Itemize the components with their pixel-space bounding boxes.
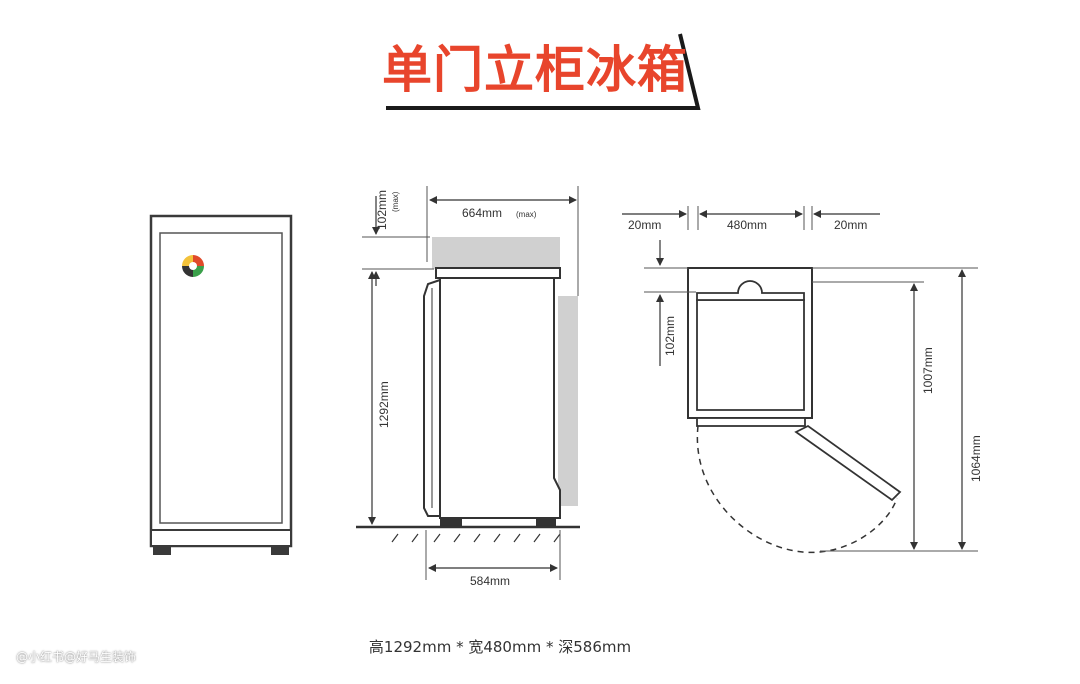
side-door xyxy=(423,279,441,517)
dim-label-back-gap: 102mm xyxy=(663,316,677,356)
front-foot-left xyxy=(153,546,171,555)
front-foot-right xyxy=(271,546,289,555)
dimensions-caption: 高1292mm * 宽480mm * 深586mm xyxy=(368,638,632,656)
dim-label-right-gap: 20mm xyxy=(834,218,867,232)
side-top-clearance-shade xyxy=(432,237,560,269)
dim-label-depth-closed: 1007mm xyxy=(921,347,935,394)
top-extension-lines xyxy=(644,206,978,552)
dim-label-depth: 584mm xyxy=(470,574,510,588)
page-title: 单门立柜冰箱 xyxy=(382,41,688,99)
top-front-bar xyxy=(696,417,806,427)
dim-note-top-clearance: (max) xyxy=(391,191,400,212)
side-view: 664mm (max) 102mm (max) 1292mm 584mm xyxy=(356,186,580,588)
floor-hatching xyxy=(391,533,561,543)
side-extension-lines xyxy=(362,186,579,580)
top-back-rail xyxy=(696,280,805,301)
top-view: 20mm 480mm 20mm 102mm 1007mm 1064mm xyxy=(622,206,983,554)
side-body xyxy=(439,277,561,519)
dim-label-depth-open: 1064mm xyxy=(969,435,983,482)
door-swing-arc xyxy=(696,425,898,554)
front-door-panel xyxy=(159,232,283,524)
title-underline-shape xyxy=(386,33,701,110)
side-top-lid xyxy=(435,267,561,279)
dim-label-height: 1292mm xyxy=(377,381,391,428)
dim-note-width-max: (max) xyxy=(516,210,537,219)
side-foot-front xyxy=(440,518,462,526)
title-banner: 单门立柜冰箱 xyxy=(380,32,710,116)
dim-label-width-max: 664mm xyxy=(462,206,502,220)
dim-label-left-gap: 20mm xyxy=(628,218,661,232)
side-back-clearance-shade xyxy=(558,296,578,506)
dim-label-top-clearance: 102mm xyxy=(375,190,389,230)
front-kick-plate xyxy=(150,529,292,547)
front-view xyxy=(149,214,293,555)
side-foot-back xyxy=(536,518,556,526)
dim-label-top-width: 480mm xyxy=(727,218,767,232)
top-open-door xyxy=(794,424,902,502)
brand-logo-icon xyxy=(182,255,204,277)
watermark: @小红书@好马生装饰 xyxy=(16,650,137,664)
